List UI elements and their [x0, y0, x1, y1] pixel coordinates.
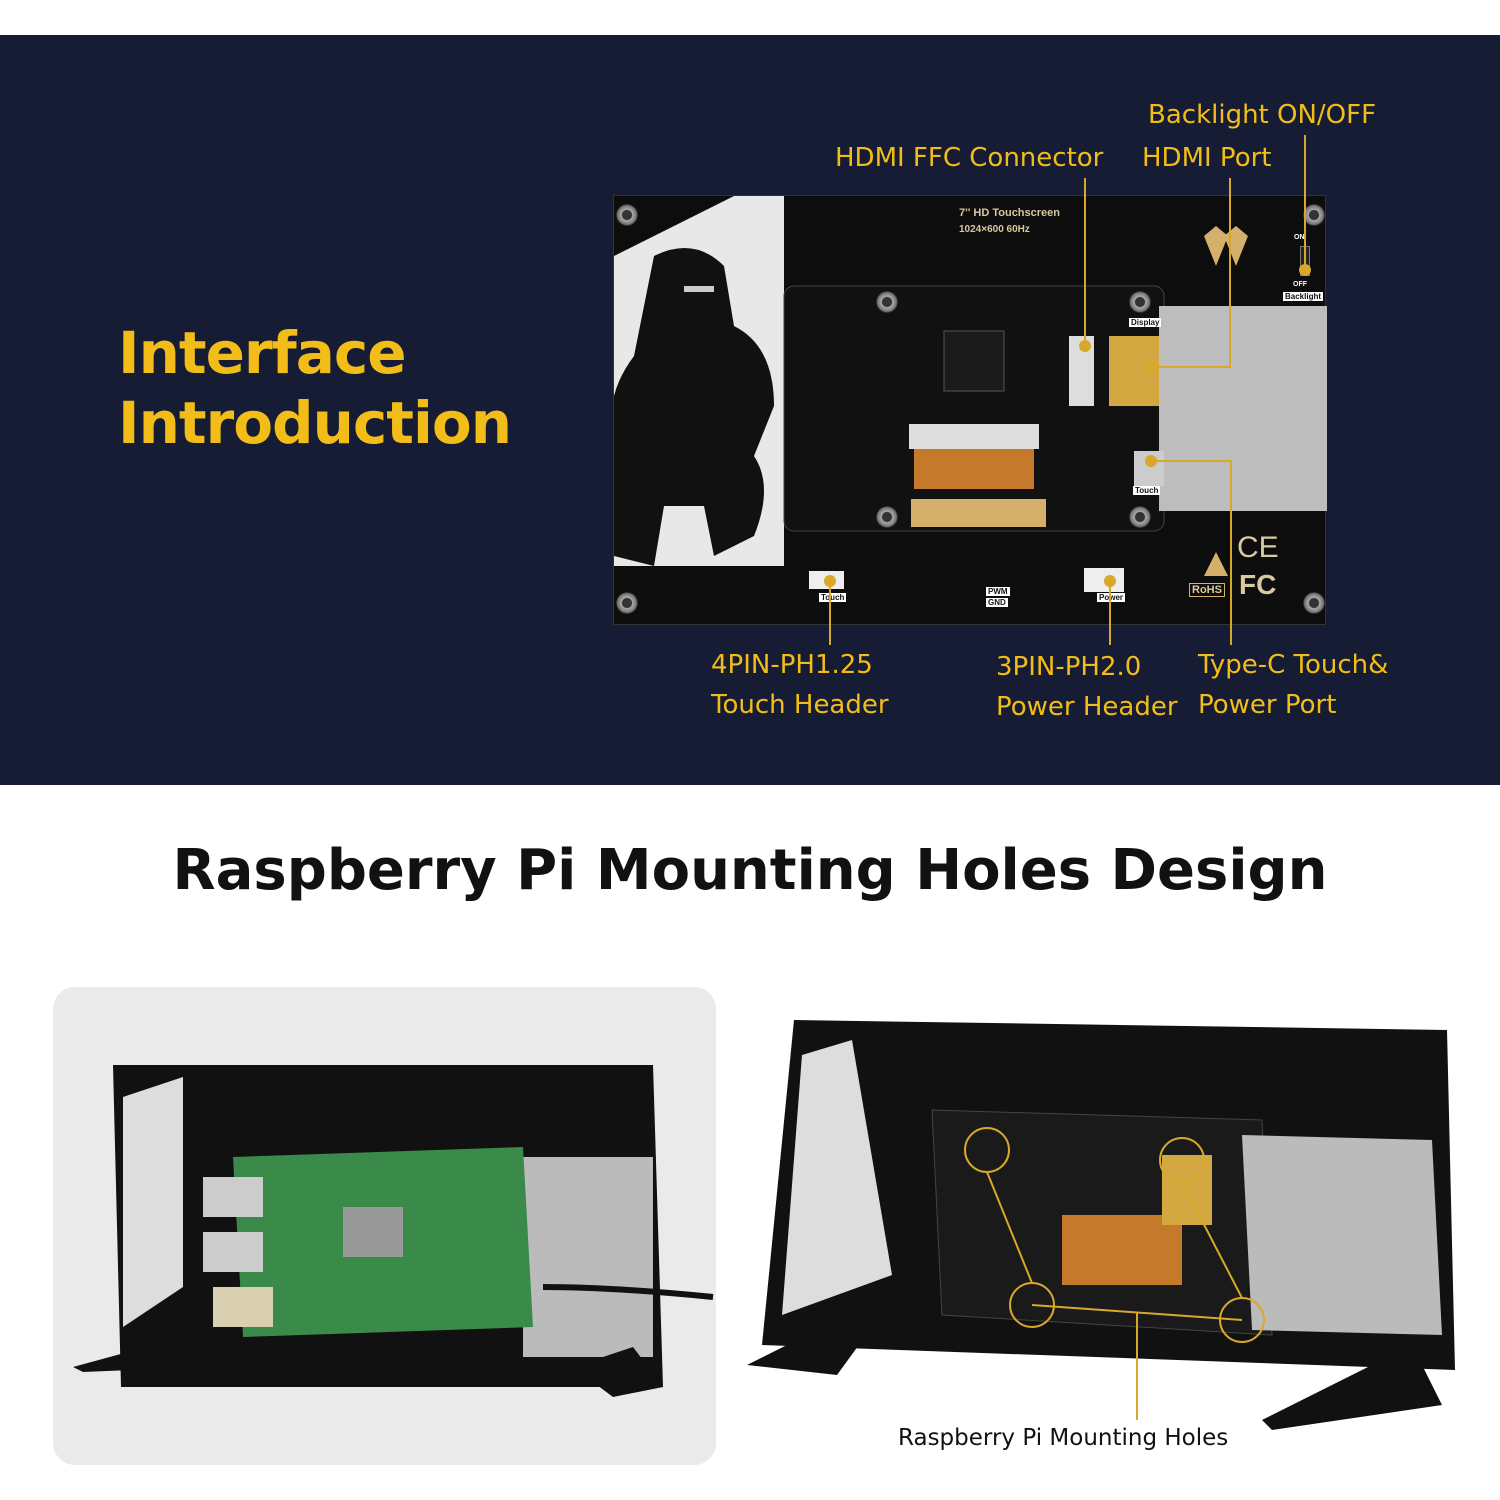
rohs-mark: RoHS	[1189, 583, 1225, 597]
touch-tag: Touch	[1133, 486, 1161, 495]
display-board-back: 7'' HD Touchscreen 1024×600 60Hz Display…	[613, 195, 1327, 625]
robot-artwork	[614, 196, 1327, 592]
mounting-holes-photo	[747, 1020, 1455, 1430]
label-backlight: Backlight ON/OFF	[1148, 100, 1377, 130]
callout-line-touch-header	[829, 580, 831, 645]
label-hdmi-port: HDMI Port	[1142, 143, 1272, 173]
section-title: Interface Introduction	[118, 318, 512, 458]
mounting-hole	[1303, 204, 1325, 226]
mounting-hole	[1129, 291, 1151, 313]
label-touch-header: Touch Header	[711, 690, 889, 720]
callout-dot	[1104, 575, 1116, 587]
label-power-header: Power Header	[996, 692, 1178, 722]
ce-mark: CE	[1237, 531, 1279, 564]
mounting-hole	[876, 506, 898, 528]
title-line-2: Introduction	[118, 389, 512, 457]
title-line-1: Interface	[118, 319, 407, 387]
label-hdmi-ffc: HDMI FFC Connector	[835, 143, 1104, 173]
callout-line-hdmi-port	[1150, 366, 1230, 368]
pi-mounted-photo-panel	[53, 987, 716, 1465]
pi-mounted-photo	[73, 1065, 714, 1397]
callout-line-hdmi-ffc	[1084, 178, 1086, 344]
callout-dot	[1299, 264, 1311, 276]
label-power-header-pin: 3PIN-PH2.0	[996, 652, 1142, 682]
callout-line-hdmi-port	[1229, 178, 1231, 368]
switch-off-label: OFF	[1293, 281, 1307, 288]
switch-on-label: ON	[1294, 234, 1305, 241]
gnd-tag: GND	[986, 598, 1008, 607]
callout-dot	[1145, 455, 1157, 467]
power-tag: Power	[1097, 593, 1126, 602]
callout-line-backlight	[1304, 135, 1306, 270]
touch-header-tag: Touch	[819, 593, 847, 602]
callout-line-typec	[1230, 460, 1232, 645]
mounting-section-title: Raspberry Pi Mounting Holes Design	[172, 838, 1328, 903]
mounting-hole	[616, 204, 638, 226]
board-model-text: 7'' HD Touchscreen	[959, 207, 1060, 219]
pwm-tag: PWM	[986, 587, 1010, 596]
callout-dot	[1079, 340, 1091, 352]
callout-dot	[1145, 361, 1157, 373]
callout-dot	[824, 575, 836, 587]
display-tag: Display	[1129, 318, 1162, 327]
mounting-hole	[616, 592, 638, 614]
label-touch-header-pin: 4PIN-PH1.25	[711, 650, 873, 680]
backlight-tag: Backlight	[1283, 292, 1324, 301]
callout-line-typec	[1150, 460, 1232, 462]
label-typec-power: Power Port	[1198, 690, 1337, 720]
board-spec-text: 1024×600 60Hz	[959, 224, 1030, 235]
mounting-hole	[876, 291, 898, 313]
label-typec: Type-C Touch&	[1198, 650, 1389, 680]
mounting-holes-caption: Raspberry Pi Mounting Holes	[898, 1425, 1229, 1451]
mounting-hole	[1129, 506, 1151, 528]
callout-line-power-header	[1109, 580, 1111, 645]
fcc-mark: FC	[1239, 569, 1277, 600]
mounting-hole	[1303, 592, 1325, 614]
